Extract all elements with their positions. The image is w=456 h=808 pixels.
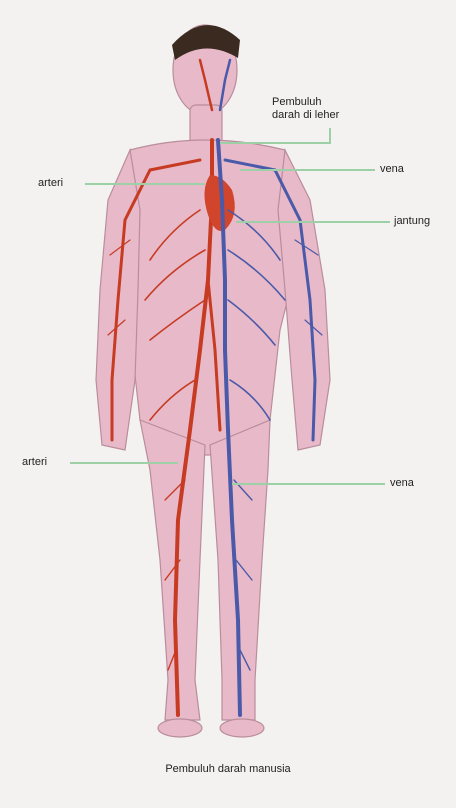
label-arteri-bottom: arteri bbox=[22, 456, 47, 469]
body-silhouette bbox=[96, 25, 330, 737]
label-vena-bottom: vena bbox=[390, 477, 414, 490]
leader-neck bbox=[220, 128, 330, 143]
label-jantung: jantung bbox=[394, 215, 430, 228]
label-neck-vessels: Pembuluh darah di leher bbox=[272, 96, 339, 122]
label-vena-top: vena bbox=[380, 163, 404, 176]
label-arteri-top: arteri bbox=[38, 177, 63, 190]
figure-caption: Pembuluh darah manusia bbox=[0, 763, 456, 775]
